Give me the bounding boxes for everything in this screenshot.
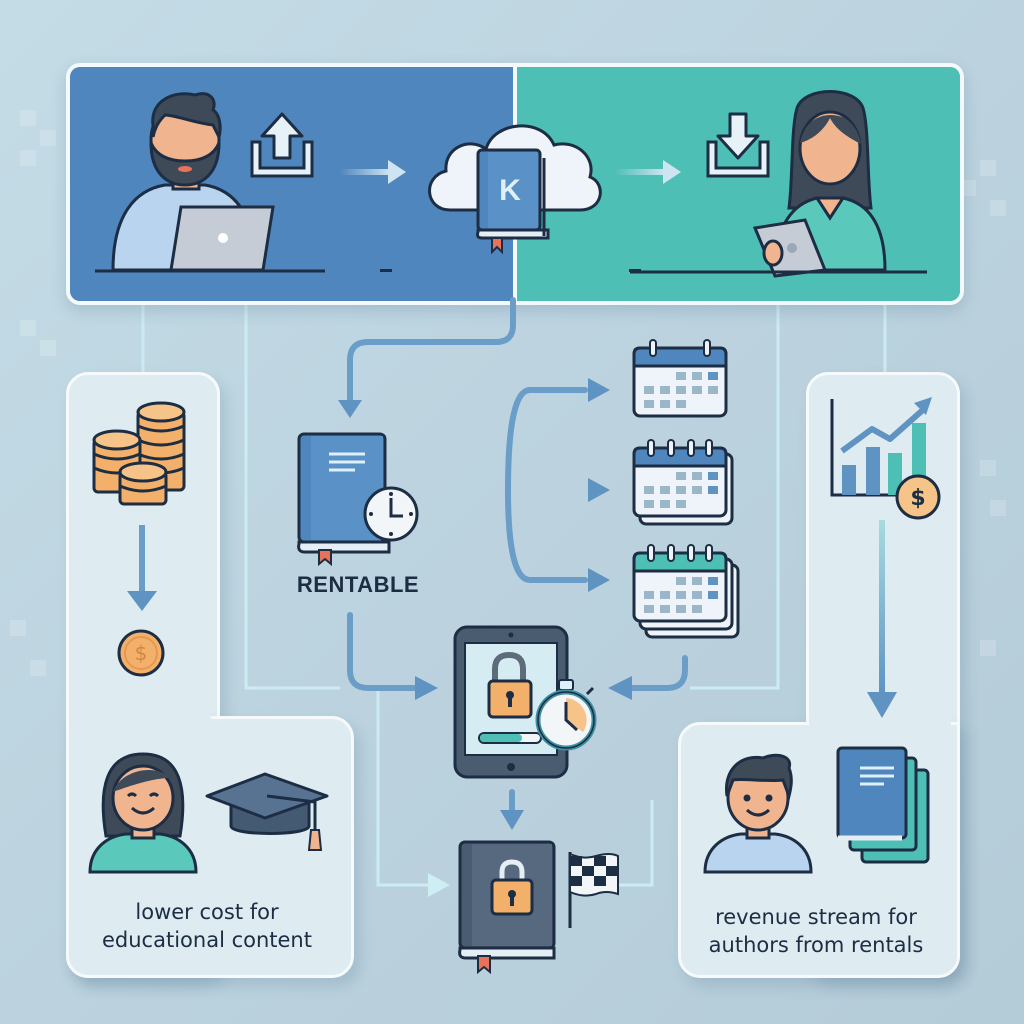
down-arrow-icon	[867, 520, 897, 718]
dollar-coin-icon: $	[117, 629, 165, 677]
calendar-icon	[632, 339, 728, 418]
rentable-book-icon	[297, 432, 419, 567]
book-stack-icon	[836, 746, 930, 864]
locked-book-icon	[458, 840, 556, 975]
decor-pixel	[10, 620, 26, 636]
decor-pixel	[980, 640, 996, 656]
kindle-book-icon: K	[476, 148, 550, 255]
decor-pixel	[40, 130, 56, 146]
upload-icon	[250, 112, 314, 178]
card-join	[69, 700, 211, 740]
dollar-coin-icon: $	[895, 474, 941, 520]
arrow-right-icon	[615, 160, 681, 184]
student-avatar-icon	[88, 752, 198, 874]
decor-pixel	[20, 110, 36, 126]
calendar-stack-icon	[632, 544, 740, 639]
growth-chart-icon	[830, 397, 932, 497]
decor-pixel	[20, 150, 36, 166]
coin-stack-icon	[92, 401, 186, 506]
caption-line: authors from rentals	[708, 933, 924, 957]
checkered-flag-icon	[568, 852, 619, 928]
graduation-cap-icon	[205, 772, 329, 851]
decor-pixel	[960, 180, 976, 196]
arrow-right-icon	[340, 160, 406, 184]
svg-text:K: K	[499, 174, 521, 207]
caption-line: revenue stream for	[715, 905, 917, 929]
reader-with-tablet-icon	[630, 90, 927, 278]
baseline-dash	[629, 269, 641, 272]
decor-pixel	[30, 660, 46, 676]
decor-pixel	[20, 320, 36, 336]
caption-line: lower cost for	[135, 900, 279, 924]
left-benefit-caption: lower cost for educational content	[68, 898, 346, 954]
decor-pixel	[980, 460, 996, 476]
svg-text:$: $	[135, 641, 148, 665]
tablet-lock-icon	[453, 625, 569, 779]
svg-text:$: $	[910, 486, 925, 511]
down-arrow-icon	[127, 525, 157, 611]
baseline-dash	[380, 269, 392, 272]
stopwatch-icon	[535, 679, 597, 751]
download-icon	[706, 112, 770, 178]
decor-pixel	[980, 160, 996, 176]
right-benefit-caption: revenue stream for authors from rentals	[680, 903, 952, 959]
decor-pixel	[990, 200, 1006, 216]
caption-line: educational content	[102, 928, 312, 952]
author-with-laptop-icon	[95, 92, 325, 273]
calendar-stack-icon	[632, 439, 734, 526]
decor-pixel	[990, 500, 1006, 516]
decor-pixel	[40, 340, 56, 356]
author-avatar-icon	[703, 753, 813, 874]
rentable-label: RENTABLE	[296, 572, 420, 597]
